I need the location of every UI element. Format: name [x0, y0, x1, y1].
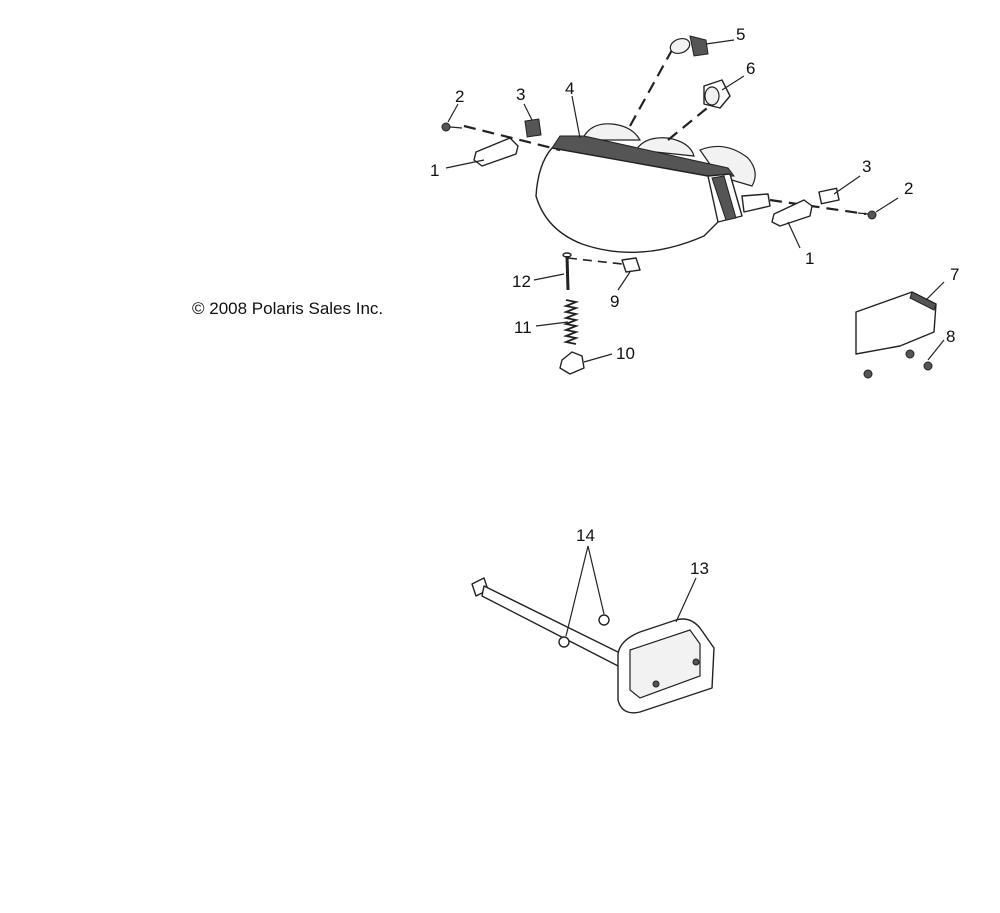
- headlight-assembly: [535, 123, 771, 254]
- clip-3-right: [818, 187, 840, 205]
- leader-2b: [875, 197, 899, 213]
- leader-14a: [587, 545, 605, 615]
- leader-1b: [787, 221, 801, 249]
- headlight-mount-tab: [741, 193, 771, 213]
- callout-7: 7: [950, 265, 959, 284]
- assembly-line-left: [463, 124, 561, 152]
- taillight-assembly: [471, 577, 715, 714]
- adjuster-bolt-12: [562, 252, 572, 291]
- callout-2-right: 2: [904, 179, 913, 198]
- bulb-5-base: [689, 35, 709, 57]
- callout-14: 14: [576, 526, 595, 545]
- screw-2-left: [441, 122, 463, 132]
- callout-1-left: 1: [430, 161, 439, 180]
- leader-2a: [447, 103, 459, 123]
- callout-3-left: 3: [516, 85, 525, 104]
- callout-12: 12: [512, 272, 531, 291]
- bulb-6: [703, 79, 731, 109]
- screws-8: [863, 349, 933, 379]
- screw-2-right-head: [867, 210, 877, 220]
- bracket-1-right: [771, 199, 813, 227]
- nut-14-b: [558, 636, 570, 648]
- screw-8-c: [863, 369, 873, 379]
- taillight-mount-hole-left: [652, 680, 660, 688]
- leader-12: [533, 273, 565, 281]
- callout-8: 8: [946, 327, 955, 346]
- callout-11: 11: [514, 318, 532, 337]
- screw-2-right-shank: [857, 212, 869, 215]
- assembly-line-bulb-5: [629, 49, 673, 127]
- callout-1-right: 1: [805, 249, 814, 268]
- callout-5: 5: [736, 25, 745, 44]
- lens-cover-7-edge: [909, 291, 937, 311]
- screw-2-left-shank: [449, 126, 463, 129]
- headlight-rear-housing-left: [581, 123, 642, 141]
- leader-11: [535, 321, 569, 327]
- bracket-1-left: [473, 137, 519, 167]
- callout-labels: 1 1 2 2 3 3 4 5 6 7 8 9 10 11 12 13 14: [430, 25, 959, 578]
- assembly-line-adjuster: [567, 257, 623, 265]
- leader-8: [927, 339, 945, 361]
- callout-4: 4: [565, 79, 574, 98]
- callout-13: 13: [690, 559, 709, 578]
- leader-4: [571, 95, 581, 139]
- adjuster-nut-10: [559, 351, 585, 375]
- bulb-5-glass: [669, 37, 691, 55]
- leader-lines: [445, 39, 945, 637]
- clip-nut-9: [621, 257, 641, 273]
- callout-9: 9: [610, 292, 619, 311]
- screw-2-left-head: [441, 122, 451, 132]
- callout-2-left: 2: [455, 87, 464, 106]
- leader-3b: [833, 175, 861, 195]
- callout-3-right: 3: [862, 157, 871, 176]
- headlight-rear-housing-right: [699, 145, 756, 187]
- bolt-12-shank: [565, 255, 570, 291]
- spring-11: [562, 299, 580, 345]
- leader-10: [583, 353, 613, 363]
- taillight-wire-harness: [481, 585, 627, 669]
- headlight-side-trim: [711, 175, 737, 221]
- leader-6: [721, 75, 745, 91]
- leader-13: [675, 577, 697, 623]
- callout-10: 10: [616, 344, 635, 363]
- lens-cover-7: [855, 291, 937, 355]
- leader-1a: [445, 159, 485, 169]
- assembly-line-right: [769, 198, 867, 216]
- taillight-mount-hole-right: [692, 658, 700, 666]
- screw-8-a: [905, 349, 915, 359]
- leader-14b: [565, 545, 589, 637]
- screw-8-b: [923, 361, 933, 371]
- clip-3-left: [524, 118, 542, 138]
- screw-2-right: [857, 210, 877, 220]
- copyright-notice: © 2008 Polaris Sales Inc.: [192, 299, 384, 318]
- leader-5: [705, 39, 735, 45]
- bulb-5: [669, 35, 709, 57]
- headlight-lens: [535, 147, 719, 254]
- assembly-line-bulb-6: [667, 103, 713, 141]
- taillight-lens: [629, 629, 701, 699]
- bulb-6-glass: [704, 86, 720, 106]
- leader-7: [925, 281, 945, 301]
- nut-14-a: [598, 614, 610, 626]
- callout-6: 6: [746, 59, 755, 78]
- leader-3a: [523, 103, 533, 121]
- leader-9: [617, 271, 631, 291]
